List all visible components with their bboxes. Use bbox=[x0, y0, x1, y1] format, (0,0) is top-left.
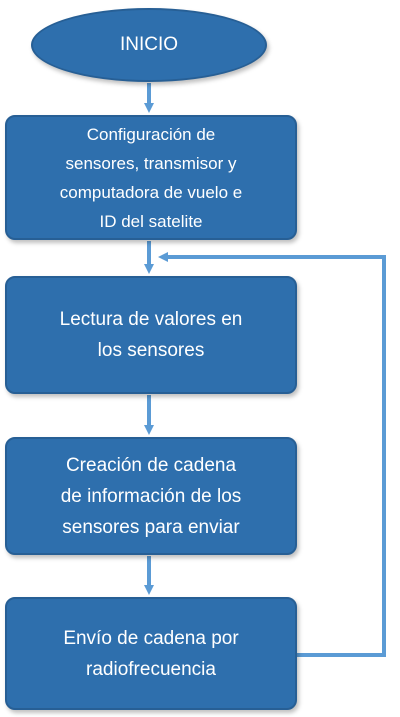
config-process-node: Configuración de sensores, transmisor y … bbox=[5, 115, 297, 240]
send-radio-label: Envío de cadena por radiofrecuencia bbox=[63, 627, 239, 680]
build-string-label: Creación de cadena de información de los… bbox=[60, 454, 242, 538]
read-sensors-label: Lectura de valores en los sensores bbox=[59, 309, 243, 361]
send-radio-process-node: Envío de cadena por radiofrecuencia bbox=[5, 597, 297, 710]
build-string-process-node: Creación de cadena de información de los… bbox=[5, 437, 297, 555]
config-label: Configuración de sensores, transmisor y … bbox=[59, 124, 243, 231]
start-label: INICIO bbox=[119, 34, 179, 55]
arrow-loop-back bbox=[158, 252, 386, 657]
start-terminal-node: INICIO bbox=[31, 8, 267, 82]
read-sensors-process-node: Lectura de valores en los sensores bbox=[5, 276, 297, 394]
